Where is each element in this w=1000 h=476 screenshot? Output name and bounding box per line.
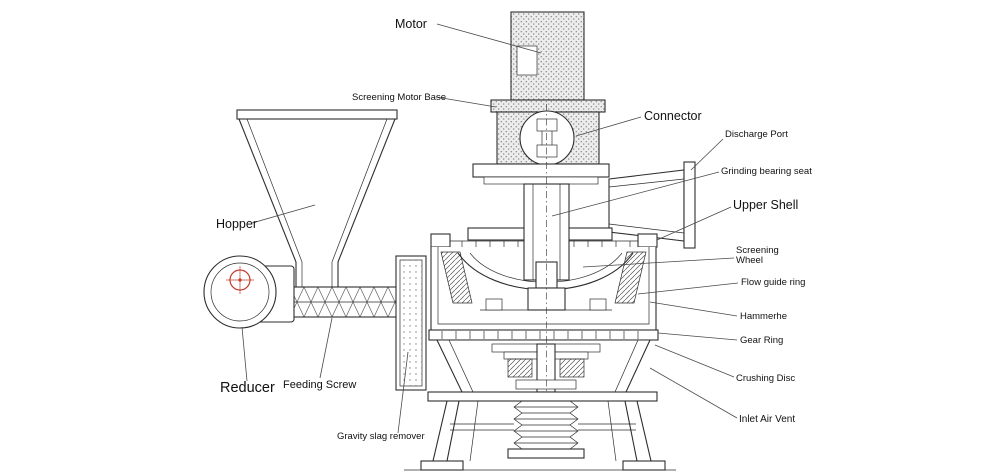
- leader-line: [654, 344, 735, 378]
- gravity-slag-remover: [395, 255, 427, 391]
- label-connector: Connector: [644, 109, 702, 123]
- discharge-flange: [683, 161, 696, 249]
- flow-guide-ring-right: [614, 251, 647, 304]
- hopper: [236, 109, 398, 287]
- label-hopper: Hopper: [216, 217, 257, 231]
- foot-right: [622, 460, 666, 471]
- label-crushing-disc: Crushing Disc: [736, 373, 795, 384]
- leader-line: [241, 326, 248, 382]
- reducer: [203, 255, 295, 329]
- label-motor: Motor: [395, 17, 427, 31]
- shell-flange-right: [637, 233, 658, 248]
- hammer-right: [589, 298, 607, 311]
- foot-left: [420, 460, 464, 471]
- leader-line: [649, 367, 738, 419]
- label-flow-guide-ring: Flow guide ring: [741, 277, 805, 288]
- label-inlet-air-vent: Inlet Air Vent: [739, 414, 795, 425]
- label-discharge-port: Discharge Port: [725, 129, 788, 140]
- motor-terminal-box: [516, 45, 538, 76]
- bellows-spring: [507, 400, 585, 459]
- crushing-disc-left: [507, 358, 533, 378]
- upper-mount-plate: [472, 163, 610, 178]
- hammer-left: [485, 298, 503, 311]
- leader-line: [657, 332, 738, 341]
- leader-line: [319, 317, 333, 379]
- base-plate: [427, 391, 658, 402]
- discharge-duct: [608, 161, 696, 249]
- label-gravity-slag-remover: Gravity slag remover: [337, 431, 425, 442]
- base-frame: [404, 391, 676, 471]
- motor-base-plate: [490, 99, 606, 113]
- leader-line: [582, 257, 735, 268]
- leader-line: [649, 301, 738, 317]
- leader-line: [251, 204, 316, 224]
- lower-cone: [436, 339, 651, 393]
- shell-flange-left: [430, 233, 451, 248]
- label-hammerhead: Hammerhe: [740, 311, 787, 322]
- leader-lines: [241, 23, 739, 434]
- leader-line: [656, 206, 732, 241]
- label-reducer: Reducer: [220, 380, 275, 396]
- crushing-disc-right: [559, 358, 585, 378]
- labels: Motor Screening Motor Base Connector Dis…: [216, 17, 812, 442]
- label-grinding-bearing-seat: Grinding bearing seat: [721, 166, 812, 177]
- leader-line: [575, 116, 642, 137]
- leader-line: [637, 282, 739, 295]
- label-screening-wheel-line2: Wheel: [736, 255, 763, 266]
- leader-line: [690, 138, 724, 171]
- motor-assembly: [472, 11, 610, 185]
- gear-ring-band: [428, 329, 659, 341]
- label-screening-wheel-line1: Screening: [736, 245, 779, 256]
- leader-line: [435, 96, 497, 108]
- leader-line: [397, 351, 409, 434]
- leader-line: [436, 23, 542, 54]
- label-gear-ring: Gear Ring: [740, 335, 783, 346]
- label-upper-shell: Upper Shell: [733, 198, 798, 212]
- label-feeding-screw: Feeding Screw: [283, 379, 356, 391]
- hopper-rim: [236, 109, 398, 120]
- upper-shell: [430, 183, 658, 331]
- leader-line: [551, 171, 720, 217]
- flow-guide-ring-left: [440, 251, 473, 304]
- label-screening-motor-base: Screening Motor Base: [352, 92, 446, 103]
